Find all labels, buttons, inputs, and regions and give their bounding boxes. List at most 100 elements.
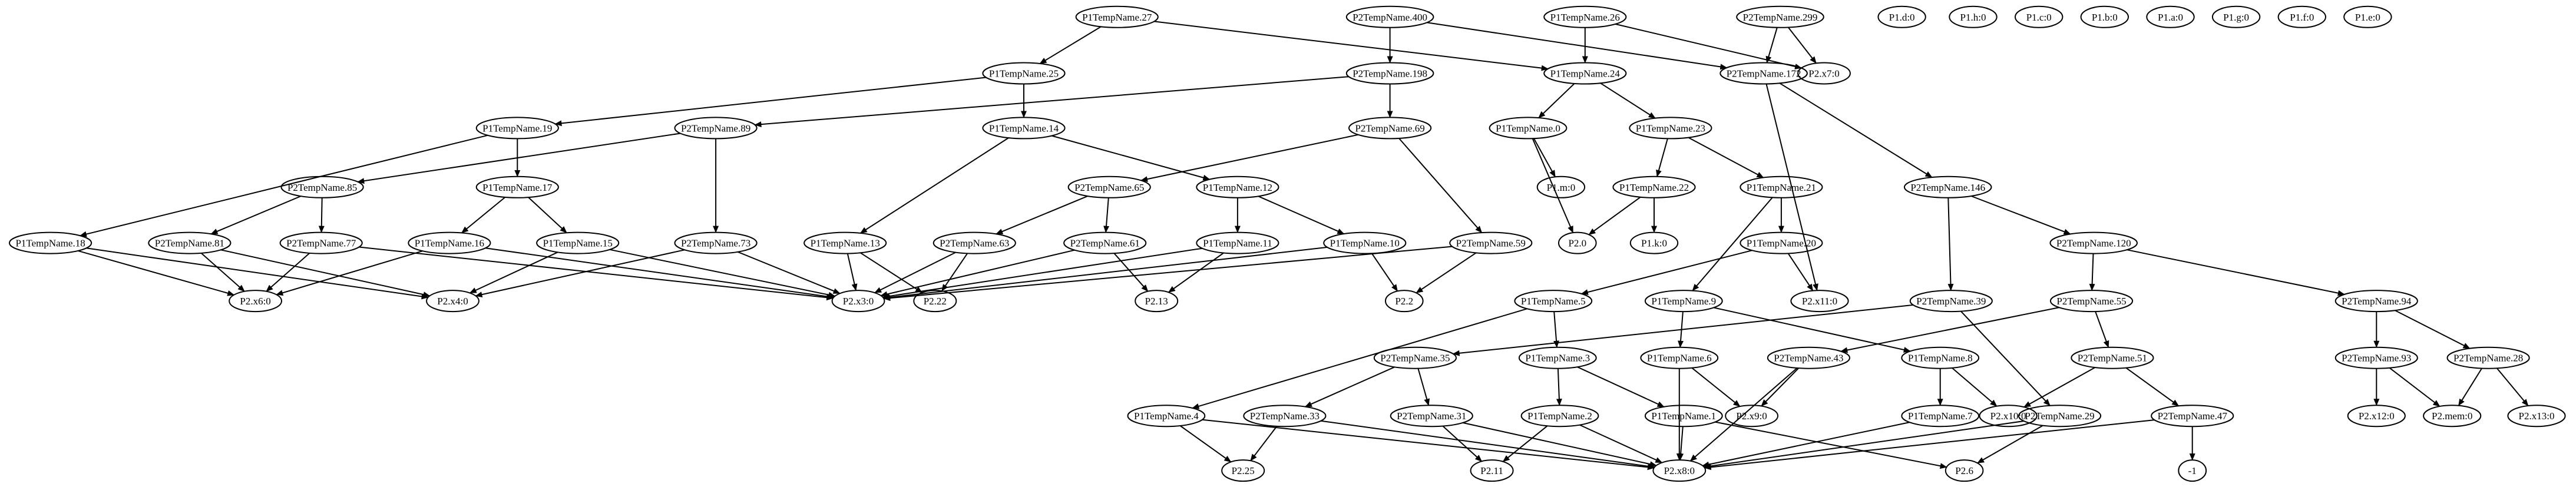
graph-node: P2TempName.81 [148,231,232,254]
node-label: P2.x3:0 [843,296,874,307]
node-label: P2TempName.77 [286,238,356,249]
graph-node: P2TempName.172 [1719,62,1808,85]
node-ellipse [1901,346,1980,369]
graph-edge [1556,368,1562,406]
graph-edge [1442,425,1483,462]
node-label: P2TempName.299 [1743,12,1818,23]
graph-node: P2TempName.63 [932,231,1016,254]
node-ellipse [475,175,559,198]
graph-node: P2TempName.61 [1063,231,1147,254]
graph-edge [874,251,956,293]
node-label: P2TempName.35 [1380,353,1450,364]
graph-node: P1TempName.10 [1323,231,1407,254]
node-ellipse [2334,290,2418,313]
node-ellipse [1797,62,1851,85]
graph-edge [1787,253,1814,291]
node-label: P1TempName.5 [1521,296,1586,307]
graph-node: P2TempName.31 [1390,405,1473,428]
node-label: P2TempName.73 [681,238,750,249]
node-label: P2TempName.120 [2056,238,2131,249]
node-ellipse [1979,405,2038,428]
graph-edge [1692,197,1773,291]
node-label: P2TempName.146 [1910,182,1985,193]
graph-node: P1.a:0 [2146,5,2195,28]
graph-edge [1689,367,1798,462]
graph-edge [1502,425,1548,462]
graph-node: P2TempName.65 [1067,175,1151,198]
graph-node: P1TempName.22 [1612,175,1696,198]
node-ellipse [1644,405,1723,428]
node-ellipse [279,231,363,254]
graph-edge [859,137,1009,234]
graph-node: P1.e:0 [2343,5,2392,28]
graph-node: P1TempName.23 [1629,117,1712,140]
node-label: P1TempName.13 [811,238,880,249]
node-ellipse [913,290,957,313]
graph-edge [1765,84,1818,291]
graph-edge [1761,367,1800,407]
node-label: P1TempName.9 [1651,296,1716,307]
node-ellipse [1945,459,1984,482]
node-label: P2.6 [1955,465,1973,476]
graph-node: P2TempName.93 [2334,346,2418,369]
node-ellipse [536,231,620,254]
graph-node: P1TempName.1 [1644,405,1723,428]
node-label: P2TempName.43 [1774,353,1843,364]
graph-edge [475,249,685,298]
graph-node: P2TempName.299 [1736,5,1824,28]
graph-edge [1703,420,2024,469]
node-ellipse [1901,405,1980,428]
graph-node: P2TempName.120 [2049,231,2138,254]
graph-node: P2TempName.73 [674,231,758,254]
graph-edge [86,247,429,300]
graph-edge [1533,138,1556,178]
node-ellipse [229,290,283,313]
node-label: P1.e:0 [2355,12,2380,23]
node-label: P1TempName.25 [989,68,1059,79]
graph-edge [1704,419,2155,471]
graph-edge [882,247,1203,299]
graph-node: P1TempName.8 [1901,346,1980,369]
graph-node: P1TempName.7 [1901,405,1980,428]
graph-edge [2389,367,2441,407]
node-ellipse [1243,405,1327,428]
node-ellipse [408,231,491,254]
node-label: P1TempName.1 [1651,410,1716,422]
node-ellipse [1075,5,1159,28]
graph-node: P2.x3:0 [831,290,885,313]
node-ellipse [1612,175,1696,198]
graph-edge [1579,424,1663,463]
graph-node: P2TempName.69 [1348,117,1432,140]
node-ellipse [932,231,1016,254]
graph-node: P2TempName.77 [279,231,363,254]
node-label: P1TempName.16 [415,238,484,249]
node-ellipse [1790,290,1849,313]
node-ellipse [1719,62,1808,85]
graph-edge [1788,26,1817,64]
node-label: P1.c:0 [2026,12,2052,23]
graph-edge [78,250,235,296]
graph-edge [1304,366,1395,408]
node-label: P2TempName.69 [1355,122,1424,134]
graph-edge [1588,196,1641,236]
graph-edge [1371,253,1398,292]
graph-edge [1947,197,1954,291]
node-label: P2TempName.28 [2453,353,2523,364]
node-ellipse [1067,175,1151,198]
graph-node: P2.25 [1221,459,1265,482]
node-label: P1TempName.4 [1134,410,1199,422]
graph-node: P2TempName.146 [1903,175,1992,198]
graph-edge [1971,196,2071,235]
graph-edge [609,249,836,298]
graph-node: P1TempName.11 [1196,231,1279,254]
node-ellipse [1644,290,1723,313]
graph-edge [1765,27,1778,64]
graph-edge [276,250,423,296]
node-label: P1TempName.14 [989,122,1059,134]
node-label: P2.x9:0 [1736,410,1767,422]
graph-edge [1168,252,1224,293]
node-ellipse [1518,346,1597,369]
node-ellipse [1652,459,1707,482]
graph-edge [1713,307,1911,353]
graph-node: P2.x12:0 [2347,405,2406,428]
